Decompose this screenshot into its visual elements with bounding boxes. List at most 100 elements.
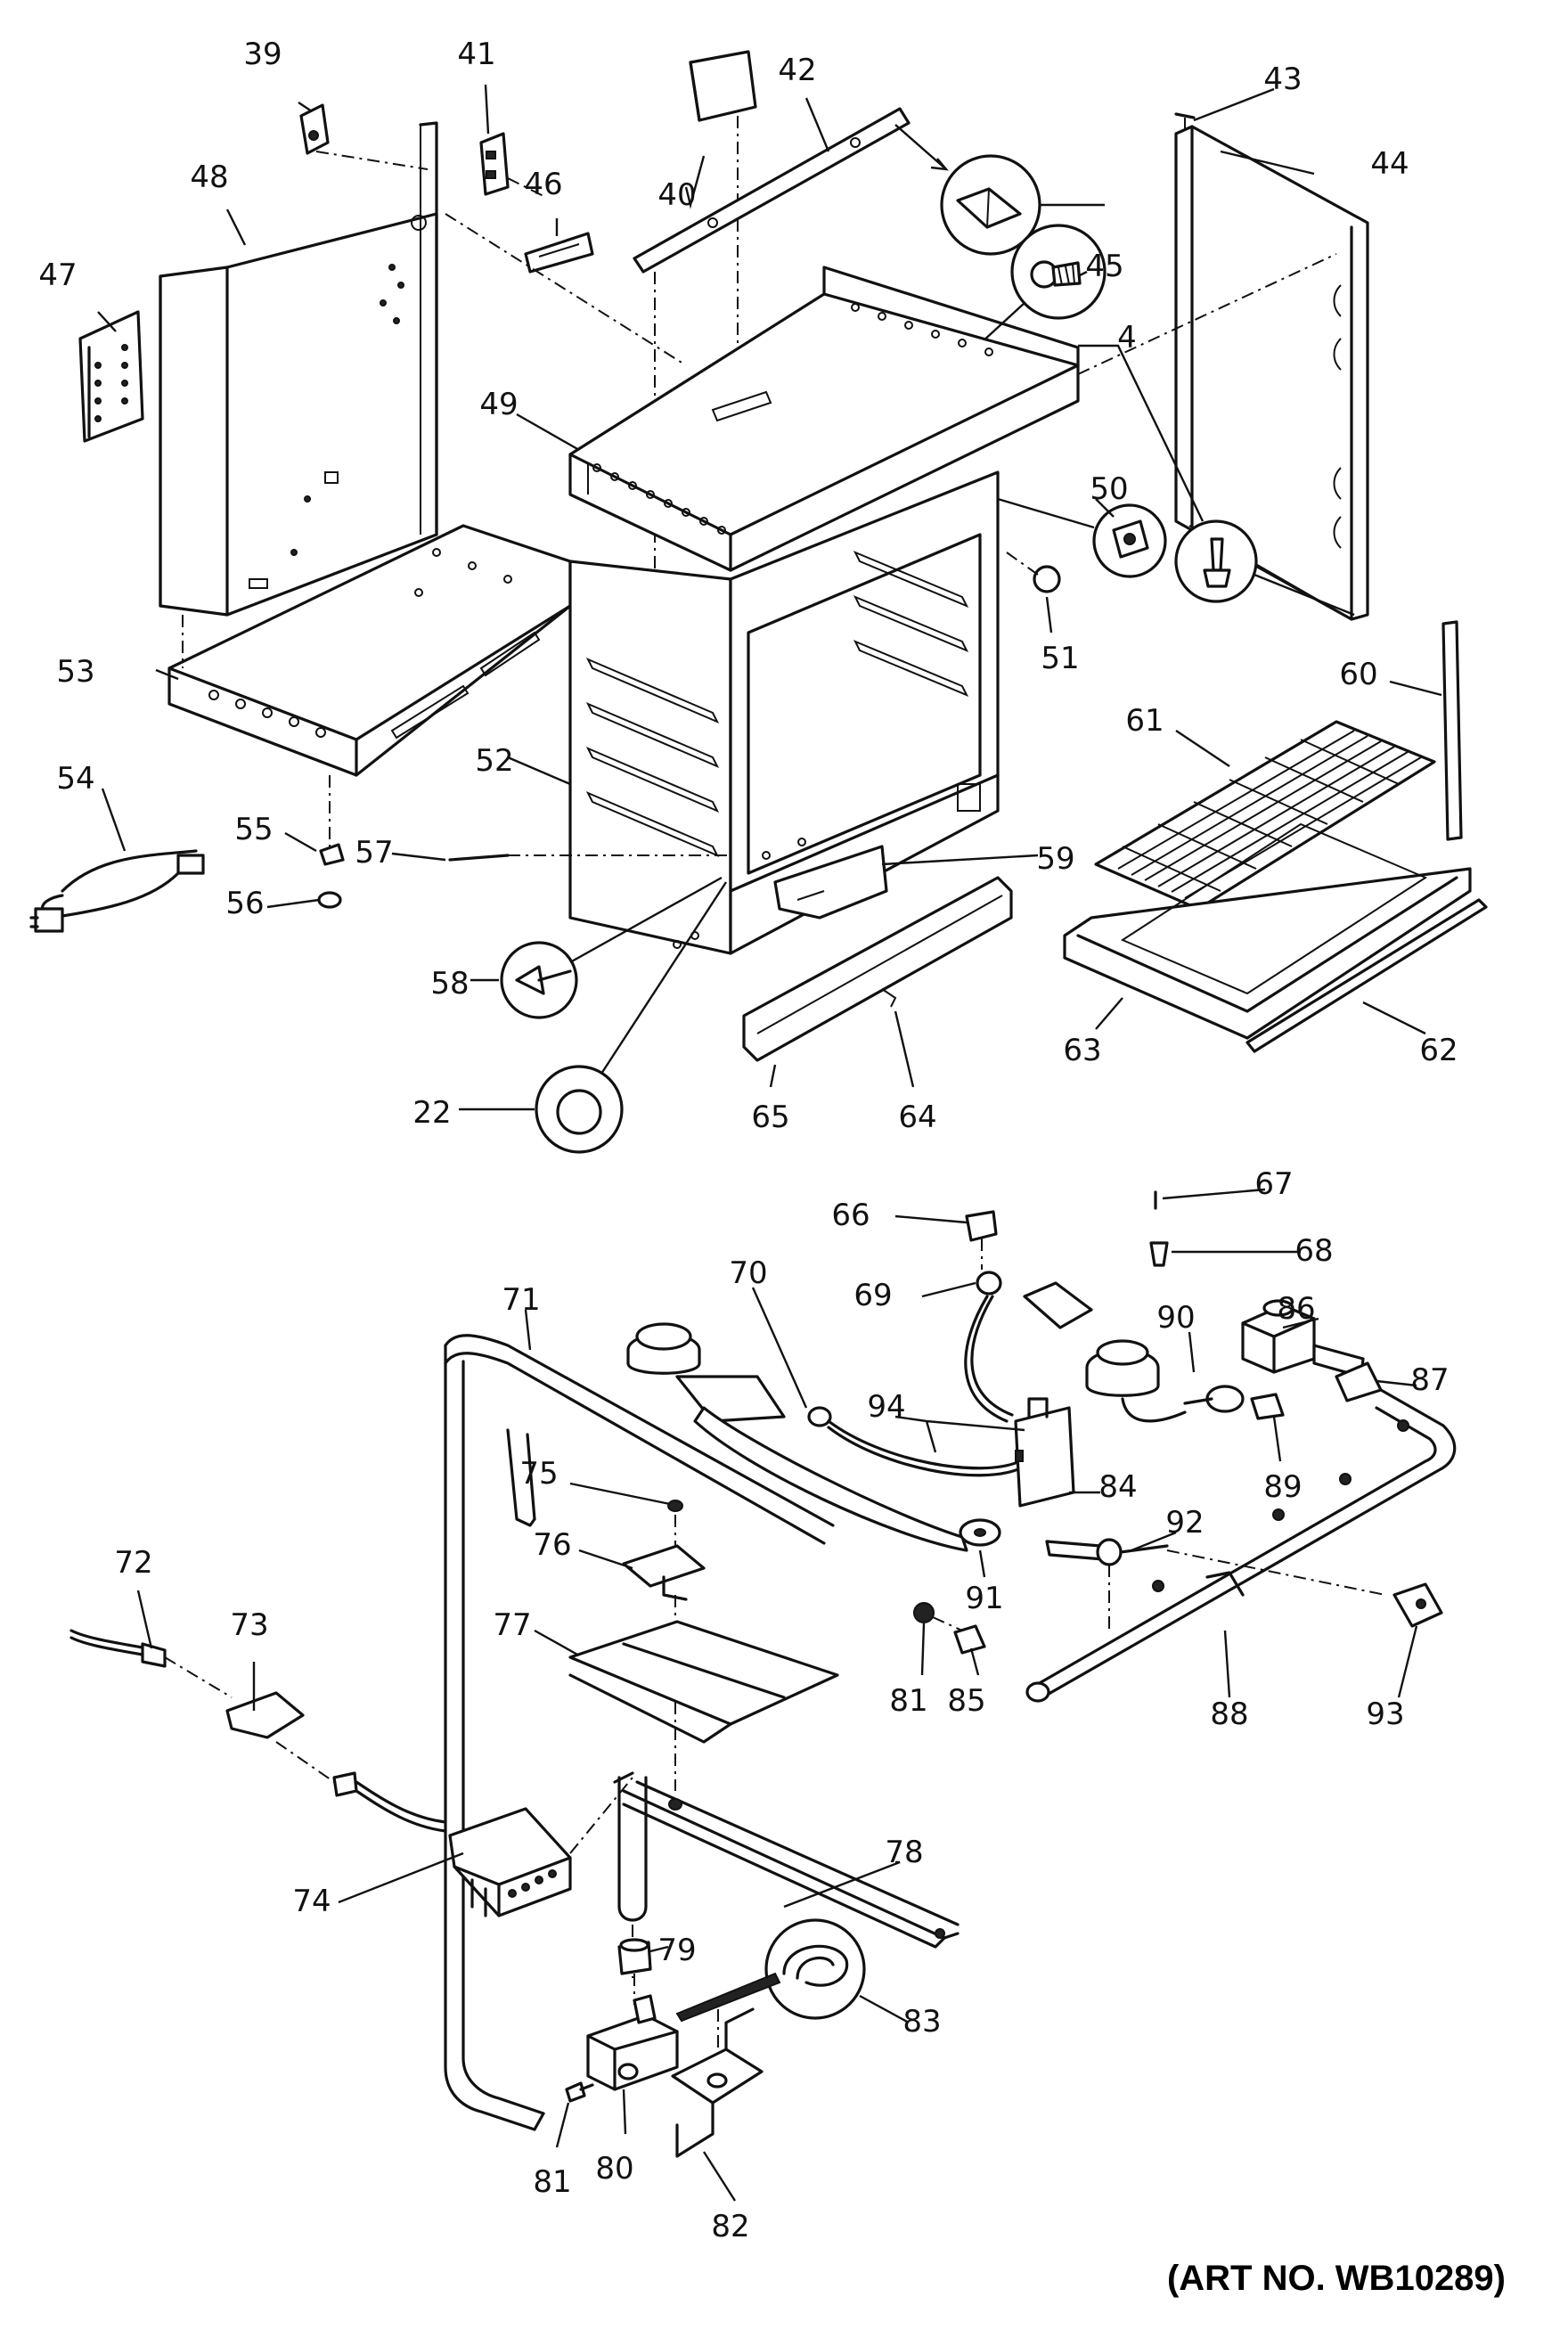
nut-81-upper xyxy=(913,1602,963,1631)
rivet-75 xyxy=(667,1500,683,1568)
part-label-58: 58 xyxy=(430,966,469,1001)
part-label-22: 22 xyxy=(412,1095,451,1131)
part-label-74: 74 xyxy=(292,1884,331,1919)
oven-bottom-pan xyxy=(1063,822,1472,1040)
part-label-52: 52 xyxy=(475,743,513,779)
part-label-83: 83 xyxy=(902,2004,941,2040)
shield-77 xyxy=(568,1620,839,1791)
electrode-69 xyxy=(964,1271,1014,1423)
oven-rack xyxy=(1094,720,1436,911)
leader-lines xyxy=(97,84,1442,2202)
part-label-55: 55 xyxy=(234,812,273,847)
part-label-72: 72 xyxy=(114,1545,152,1581)
fitting-85 xyxy=(953,1624,986,1655)
part-label-68: 68 xyxy=(1294,1233,1333,1269)
part-label-70: 70 xyxy=(729,1255,767,1291)
orifice-79 xyxy=(617,1938,652,2005)
part-label-93: 93 xyxy=(1366,1696,1404,1732)
part-label-43: 43 xyxy=(1263,61,1302,97)
left-vent-bracket xyxy=(78,310,144,443)
part-label-66: 66 xyxy=(831,1198,870,1233)
part-label-67: 67 xyxy=(1254,1166,1293,1202)
spark-module-84 xyxy=(1014,1397,1075,1508)
part-label-39: 39 xyxy=(243,37,282,72)
spring-57 xyxy=(448,854,731,862)
part-label-76: 76 xyxy=(533,1527,571,1563)
part-label-60: 60 xyxy=(1339,657,1377,692)
part-label-79: 79 xyxy=(657,1933,696,1968)
detail-circle-clip xyxy=(940,154,1105,256)
clip-55 xyxy=(319,843,345,866)
part-label-49: 49 xyxy=(479,387,518,422)
valve-86 xyxy=(1241,1299,1365,1378)
trim-strip-62 xyxy=(1245,898,1488,1053)
power-cord-54 xyxy=(29,849,205,933)
part-label-53: 53 xyxy=(56,654,94,690)
part-label-77: 77 xyxy=(493,1607,531,1643)
detail-circle-knob-22 xyxy=(535,881,728,1154)
detail-circle-screw-45 xyxy=(968,224,1107,354)
bracket-78 xyxy=(613,1771,960,1949)
part-label-69: 69 xyxy=(853,1278,892,1313)
clip-39 xyxy=(299,103,429,170)
part-label-51: 51 xyxy=(1041,641,1079,676)
nut-89 xyxy=(1250,1393,1285,1420)
bracket-82 xyxy=(671,2007,764,2158)
manifold-pipe-88 xyxy=(1025,1388,1457,1703)
slot-bracket-46 xyxy=(445,213,687,366)
switch-93 xyxy=(1392,1582,1443,1628)
part-label-91: 91 xyxy=(965,1581,1003,1616)
hinge-block-41 xyxy=(479,132,544,197)
part-label-64: 64 xyxy=(898,1100,936,1135)
part-label-63: 63 xyxy=(1063,1033,1101,1068)
part-label-59: 59 xyxy=(1036,841,1074,877)
part-label-50: 50 xyxy=(1090,471,1128,507)
part-label-85: 85 xyxy=(947,1683,985,1719)
part-label-44: 44 xyxy=(1370,146,1409,182)
part-label-40: 40 xyxy=(657,177,696,213)
trim-strip-60 xyxy=(1441,620,1463,841)
part-label-47: 47 xyxy=(38,258,77,293)
part-label-48: 48 xyxy=(190,159,228,195)
part-label-92: 92 xyxy=(1165,1505,1204,1541)
detail-circle-screw-58 xyxy=(500,876,723,1019)
orifice-68 xyxy=(1149,1241,1169,1267)
part-label-81: 81 xyxy=(533,2164,571,2200)
part-label-57: 57 xyxy=(355,835,393,871)
washer-56 xyxy=(317,891,342,909)
part-label-65: 65 xyxy=(751,1100,789,1135)
part-label-86: 86 xyxy=(1277,1291,1315,1327)
regulator-80 xyxy=(586,1994,679,2091)
bracket-66 xyxy=(965,1210,998,1270)
manifold-tube-71 xyxy=(444,1334,835,2131)
detail-circle-50 xyxy=(997,497,1167,578)
part-label-62: 62 xyxy=(1419,1033,1458,1068)
part-label-73: 73 xyxy=(230,1607,268,1643)
kick-plate-65 xyxy=(742,876,1013,1062)
part-label-81: 81 xyxy=(889,1683,927,1719)
knob-51 xyxy=(1006,552,1061,593)
bracket-73 xyxy=(225,1691,335,1783)
left-side-panel xyxy=(159,121,438,617)
oven-top-panel xyxy=(568,253,1337,572)
pipe-92 xyxy=(1045,1538,1386,1631)
detail-circle-83 xyxy=(675,1918,866,2023)
part-label-42: 42 xyxy=(778,53,816,88)
part-label-45: 45 xyxy=(1085,249,1123,284)
screw-81-lower xyxy=(565,2081,594,2103)
part-label-41: 41 xyxy=(457,37,495,72)
burner-right xyxy=(1023,1281,1245,1423)
art-number-caption: (ART NO. WB10289) xyxy=(1167,2259,1506,2298)
burner-left xyxy=(626,1322,1001,1552)
part-label-54: 54 xyxy=(56,761,94,797)
part-label-84: 84 xyxy=(1098,1469,1137,1505)
part-label-94: 94 xyxy=(867,1389,905,1425)
part-label-78: 78 xyxy=(885,1835,923,1870)
part-label-61: 61 xyxy=(1125,703,1164,739)
part-label-88: 88 xyxy=(1210,1696,1248,1732)
part-label-46: 46 xyxy=(524,167,562,202)
electrode-70 xyxy=(807,1406,1022,1477)
